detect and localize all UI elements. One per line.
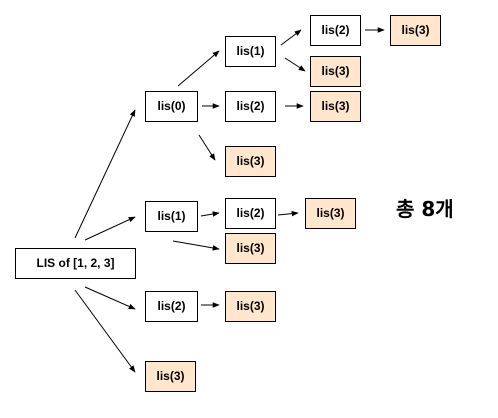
node-label: lis(3) xyxy=(156,369,184,383)
leaf-node-box xyxy=(310,56,361,87)
node-box xyxy=(145,291,198,322)
node-c1: lis(3) xyxy=(225,291,276,322)
leaf-node-box xyxy=(310,91,361,122)
node-label: lis(2) xyxy=(236,99,264,113)
node-label: lis(1) xyxy=(157,209,185,223)
node-label: lis(3) xyxy=(316,206,344,220)
edge-layer xyxy=(74,27,385,373)
leaf-node-box xyxy=(225,146,276,177)
node-b11: lis(3) xyxy=(305,198,356,229)
node-label: lis(3) xyxy=(236,154,264,168)
node-a1: lis(1) xyxy=(225,36,276,67)
leaf-node-box xyxy=(145,361,196,392)
node-label: lis(3) xyxy=(321,99,349,113)
node-layer: LIS of [1, 2, 3] lis(0) lis(1) lis(2) lis(3)… xyxy=(15,15,441,392)
edge-b-to-b2 xyxy=(172,240,220,251)
edge-a1-to-a12 xyxy=(284,57,306,72)
node-a111: lis(3) xyxy=(390,15,441,46)
edge-root-to-b xyxy=(84,216,136,241)
leaf-node-box xyxy=(390,15,441,46)
node-d: lis(3) xyxy=(145,361,196,392)
node-label: lis(3) xyxy=(321,64,349,78)
node-b: lis(1) xyxy=(145,201,198,232)
node-c: lis(2) xyxy=(145,291,198,322)
total-count-label: 총 8개 xyxy=(396,197,454,221)
node-label: lis(3) xyxy=(236,299,264,313)
edge-b-to-b1 xyxy=(200,211,220,217)
edge-a-to-a1 xyxy=(177,50,220,87)
edge-root-to-c xyxy=(84,286,136,310)
node-b1: lis(2) xyxy=(225,198,276,229)
edge-a1-to-a11 xyxy=(280,29,302,46)
node-label: lis(2) xyxy=(236,206,264,220)
node-box xyxy=(15,248,136,279)
node-a3: lis(3) xyxy=(225,146,276,177)
node-a12: lis(3) xyxy=(310,56,361,87)
node-label: lis(1) xyxy=(236,44,264,58)
node-label: lis(2) xyxy=(157,299,185,313)
leaf-node-box xyxy=(225,233,276,264)
node-box xyxy=(310,15,361,46)
node-box xyxy=(145,91,198,122)
node-b2: lis(3) xyxy=(225,233,276,264)
node-root: LIS of [1, 2, 3] xyxy=(15,248,136,279)
node-a2: lis(2) xyxy=(225,91,276,122)
node-box xyxy=(145,201,198,232)
node-a11: lis(2) xyxy=(310,15,361,46)
node-label: lis(0) xyxy=(157,99,185,113)
node-a: lis(0) xyxy=(145,91,198,122)
edge-root-to-a xyxy=(74,109,136,239)
node-label: LIS of [1, 2, 3] xyxy=(36,256,114,270)
edge-a-to-a3 xyxy=(198,134,216,161)
node-label: lis(2) xyxy=(321,23,349,37)
node-a21: lis(3) xyxy=(310,91,361,122)
leaf-node-box xyxy=(225,291,276,322)
node-box xyxy=(225,36,276,67)
node-label: lis(3) xyxy=(236,241,264,255)
edge-b1-to-b11 xyxy=(277,210,299,217)
node-box xyxy=(225,198,276,229)
leaf-node-box xyxy=(305,198,356,229)
node-label: lis(3) xyxy=(401,23,429,37)
node-box xyxy=(225,91,276,122)
edge-root-to-d xyxy=(74,289,136,373)
